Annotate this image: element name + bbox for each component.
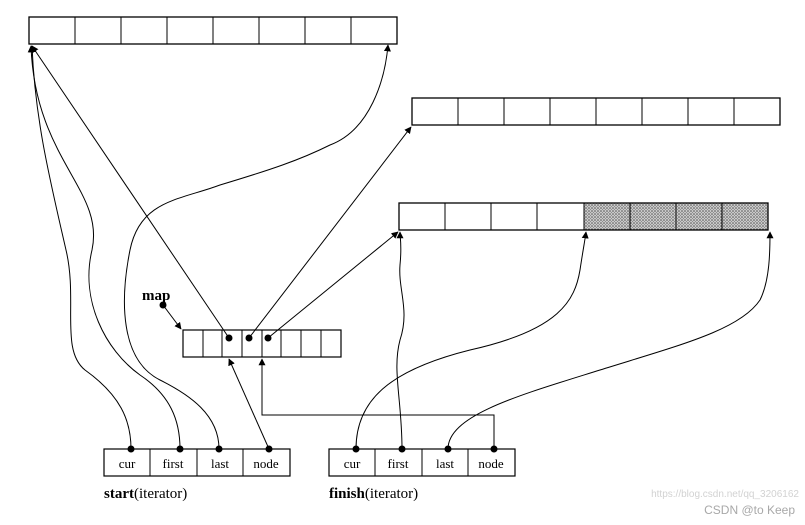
watermark-brand: CSDN @to Keep [704,503,795,517]
finish-field-node: node [478,456,504,471]
buffer-2 [411,97,781,126]
start-field-first: first [163,456,184,471]
finish-iterator-label: finish(iterator) [329,486,418,502]
map-array [182,329,342,358]
start-field-cur: cur [119,456,136,471]
buffer-3 [398,202,769,231]
finish-field-first: first [388,456,409,471]
finish-iterator: cur first last node [328,445,516,477]
start-field-last: last [211,456,229,471]
finish-field-cur: cur [344,456,361,471]
finish-field-last: last [436,456,454,471]
buffer-1 [28,16,398,45]
start-field-node: node [253,456,279,471]
start-iterator-label: start(iterator) [104,486,187,502]
start-iterator: cur first last node [103,445,291,477]
map-label: map [142,288,170,304]
start-pointer-curves [27,44,391,450]
map-pointers [31,45,412,339]
finish-pointer-curves [258,231,774,450]
watermark-url: https://blog.csdn.net/qq_3206162 [651,489,799,500]
